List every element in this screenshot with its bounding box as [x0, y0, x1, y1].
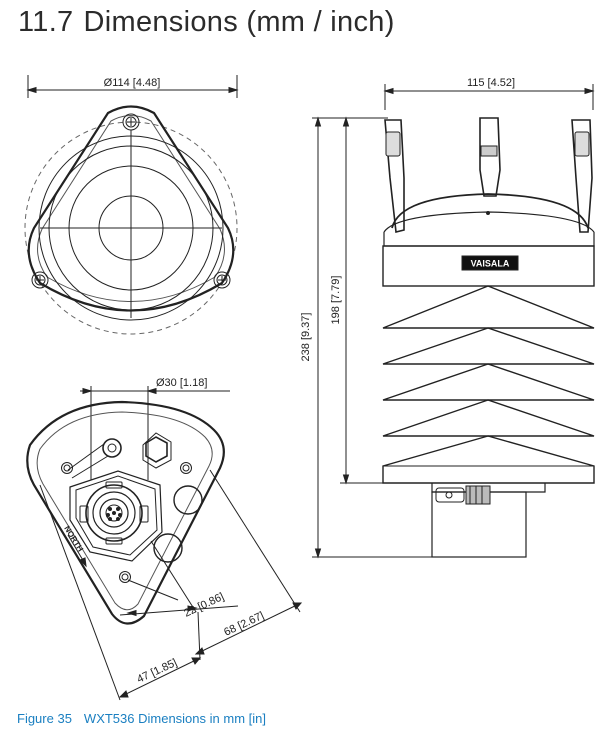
dim-offset-68: 68 [2.67] — [222, 610, 266, 639]
vaisala-logo: VAISALA — [471, 259, 510, 269]
section-title: Dimensions (mm / inch) — [83, 6, 395, 38]
section-number: 11.7 — [18, 6, 74, 38]
figure-number: Figure 35 — [17, 711, 72, 726]
section-heading: 11.7 Dimensions (mm / inch) — [18, 6, 395, 39]
dim-width-115: 115 [4.52] — [467, 77, 515, 89]
dim-offset-22: 22 [0.86] — [182, 591, 226, 620]
dim-height-198: 198 [7.79] — [330, 276, 342, 325]
side-view: 115 [4.52] 238 [9.37] 198 [7.79] VAISALA — [300, 77, 595, 559]
figure-caption: Figure 35 WXT536 Dimensions in mm [in] — [17, 711, 266, 726]
bottom-view: Ø30 [1.18] NORT — [26, 377, 303, 701]
dim-diameter-114: Ø114 [4.48] — [104, 77, 161, 89]
figure-caption-text: WXT536 Dimensions in mm [in] — [83, 711, 266, 726]
top-view: Ø114 [4.48] — [24, 75, 239, 335]
dim-height-238: 238 [9.37] — [300, 313, 312, 362]
dim-diameter-30: Ø30 [1.18] — [156, 377, 207, 389]
